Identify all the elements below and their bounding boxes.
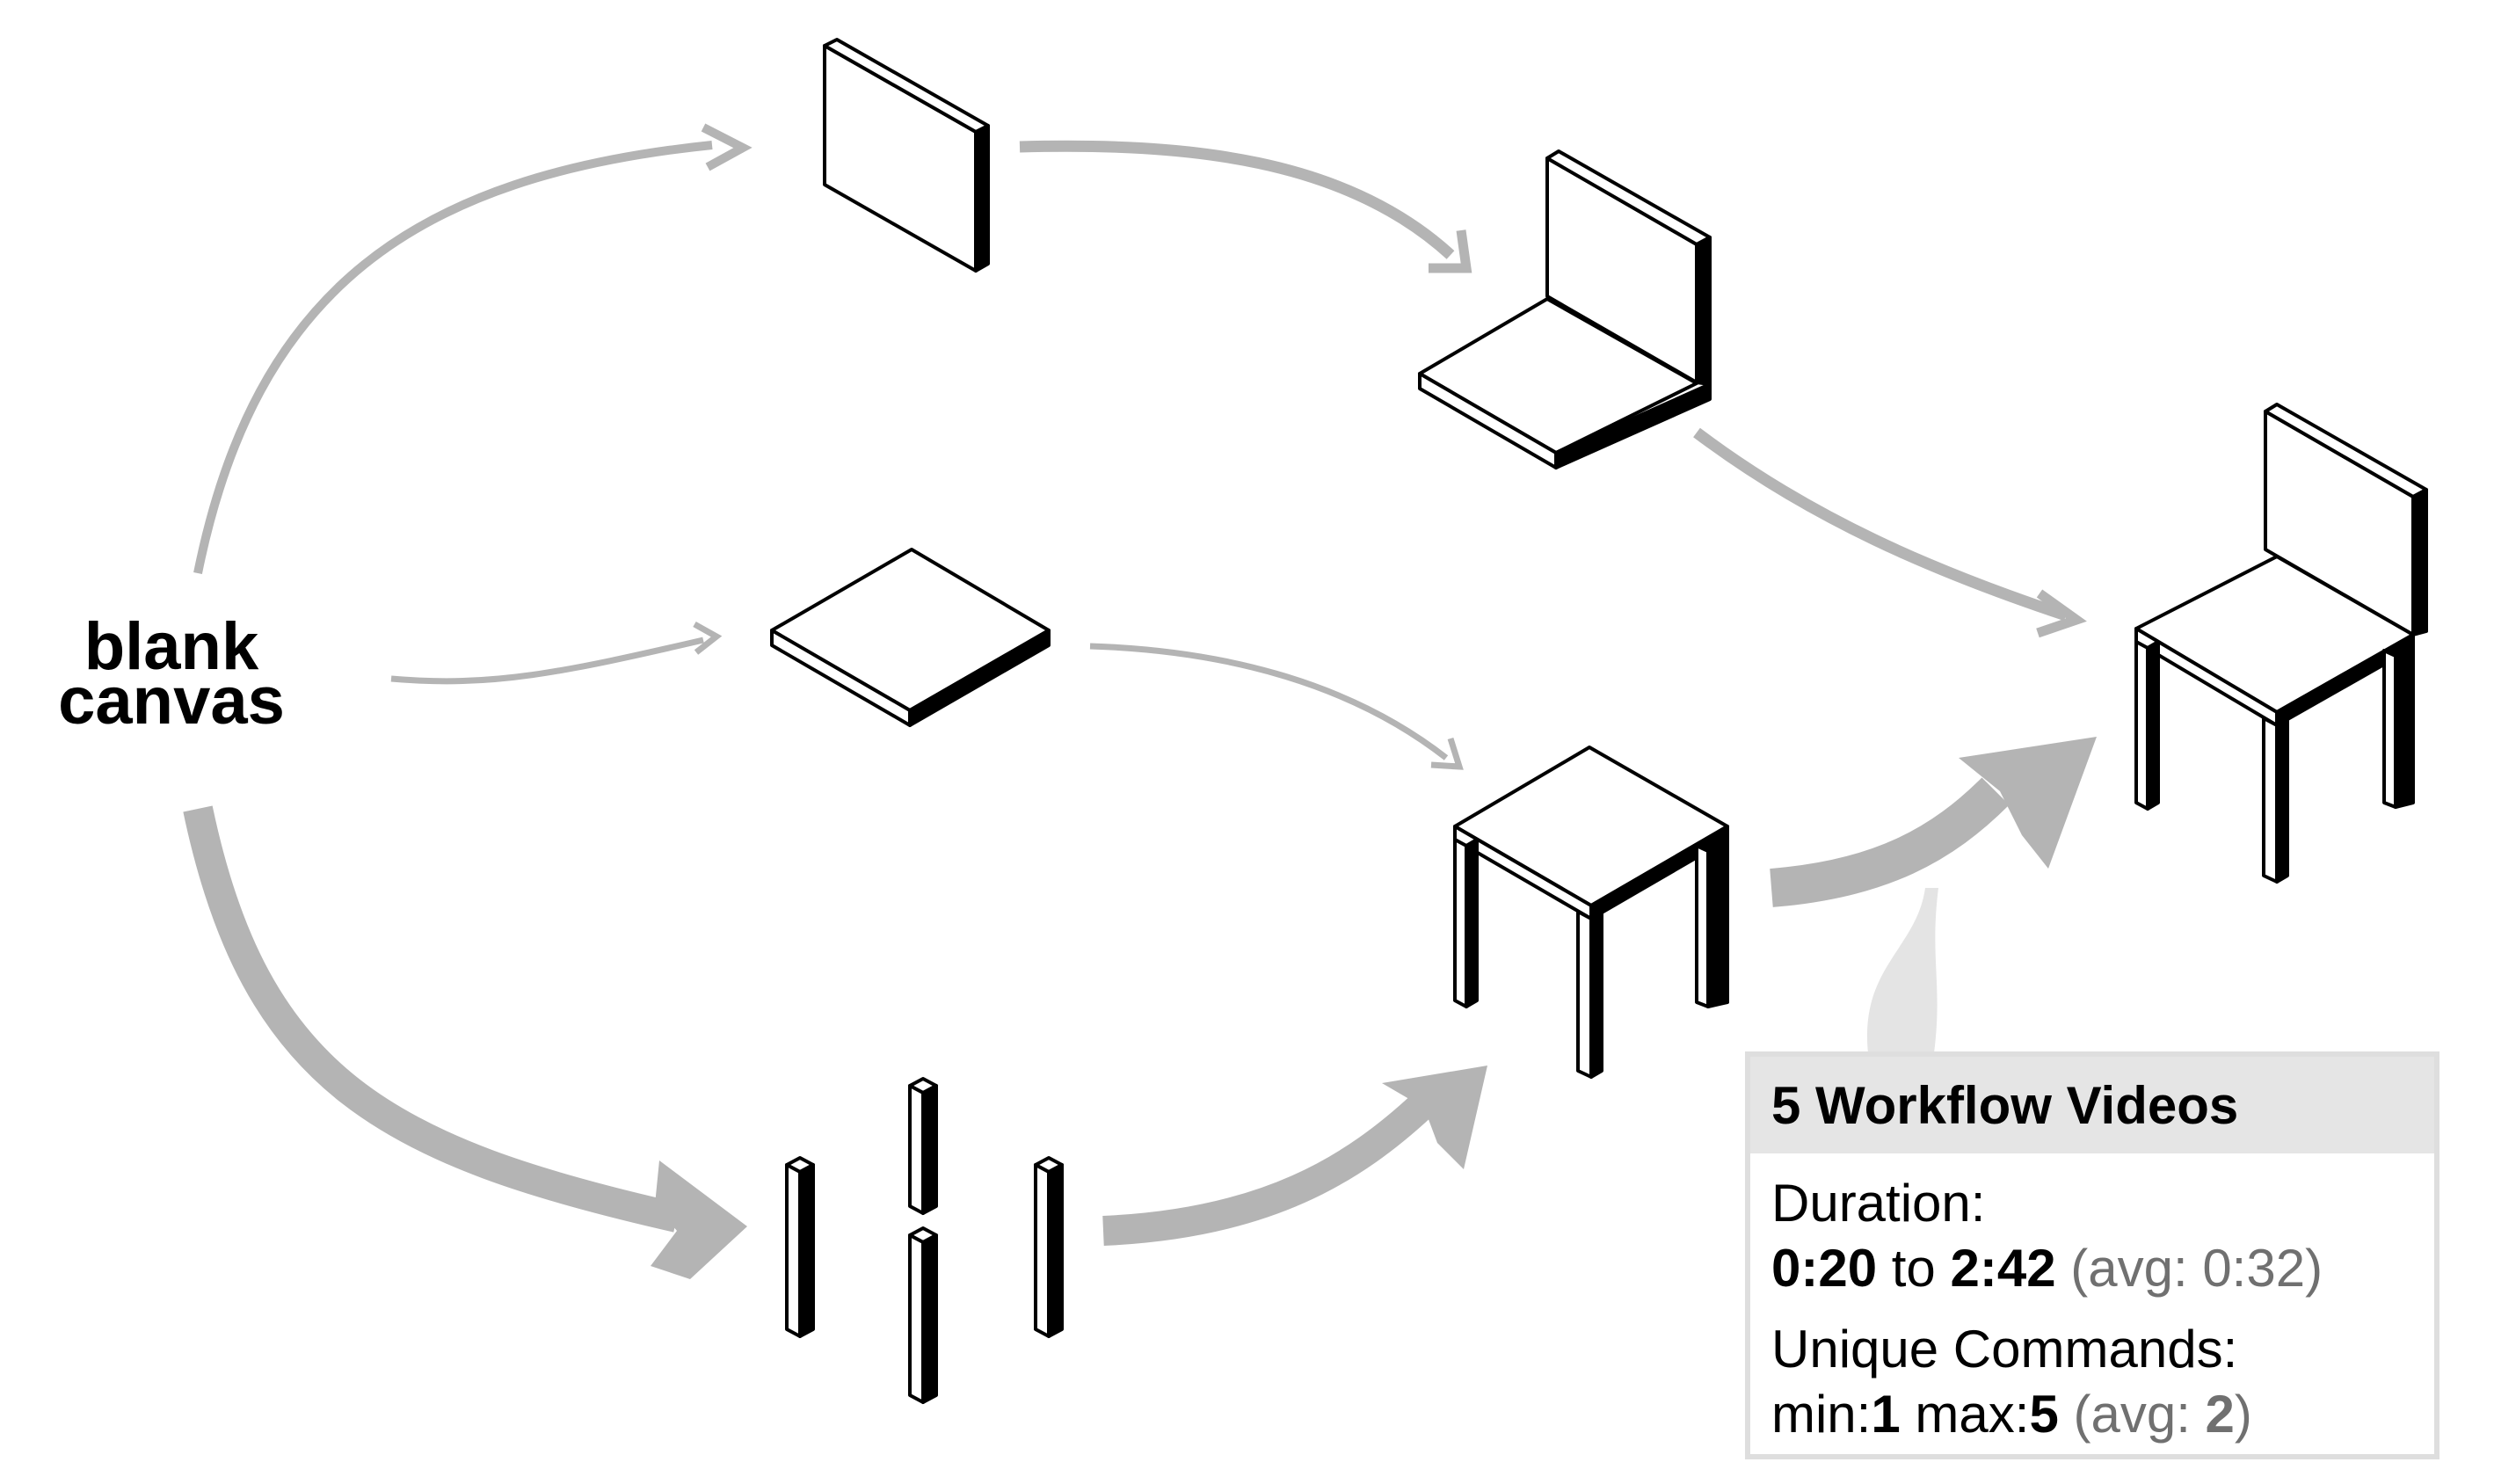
duration-min: 0:20 — [1771, 1239, 1878, 1298]
info-box-body: Duration: 0:20 to 2:42 (avg: 0:32) Uniqu… — [1750, 1153, 2434, 1447]
blank-canvas-label: blank canvas — [35, 609, 308, 738]
legs-icon — [785, 1077, 1064, 1404]
table-icon — [1453, 746, 1729, 1079]
blank-canvas-line1: blank — [84, 609, 259, 684]
commands-avg: (avg: 2) — [2073, 1385, 2252, 1444]
arrow-legs-to-table-head — [1382, 1066, 1487, 1169]
back-panel-icon — [823, 38, 990, 273]
commands-label: Unique Commands: — [1771, 1320, 2238, 1379]
arrow-canvas-to-seat-head — [693, 621, 723, 655]
seat-icon — [770, 548, 1051, 727]
duration-range: 0:20 to 2:42 (avg: 0:32) — [1771, 1236, 2413, 1301]
workflow-info-box: 5 Workflow Videos Duration: 0:20 to 2:42… — [1745, 1051, 2439, 1459]
duration-sep: to — [1891, 1239, 1936, 1298]
blank-canvas-line2: canvas — [58, 664, 285, 738]
arrow-canvas-to-legs-head — [651, 1160, 747, 1279]
arrow-seat-to-table — [1089, 643, 1449, 760]
commands-range: min:1 max:5 (avg: 2) — [1771, 1385, 2252, 1444]
commands-min: 1 — [1871, 1385, 1901, 1444]
duration-max: 2:42 — [1950, 1239, 2056, 1298]
arrow-seat-to-table-head — [1430, 737, 1464, 770]
commands-max: 5 — [2029, 1385, 2059, 1444]
arrow-canvas-to-panel-head — [701, 123, 753, 171]
duration-label: Duration: — [1771, 1174, 1986, 1233]
seat-with-back-icon — [1418, 149, 1712, 469]
chair-icon — [2134, 403, 2428, 884]
arrow-canvas-to-legs — [183, 805, 680, 1233]
info-box-title: 5 Workflow Videos — [1750, 1057, 2434, 1153]
arrow-canvas-to-panel — [193, 141, 713, 574]
arrow-table-to-chair-head — [1959, 737, 2097, 869]
arrow-canvas-to-seat — [390, 637, 704, 685]
duration-avg: (avg: 0:32) — [2070, 1239, 2323, 1298]
arrow-seatback-to-chair — [1693, 427, 2069, 622]
arrow-panel-to-seatback — [1019, 140, 1455, 259]
arrow-seatback-to-chair-head — [2036, 589, 2087, 638]
callout-stem — [1866, 888, 1938, 1053]
arrow-table-to-chair — [1770, 777, 2010, 907]
arrow-legs-to-table — [1102, 1092, 1435, 1246]
arrow-panel-to-seatback-head — [1429, 229, 1472, 273]
